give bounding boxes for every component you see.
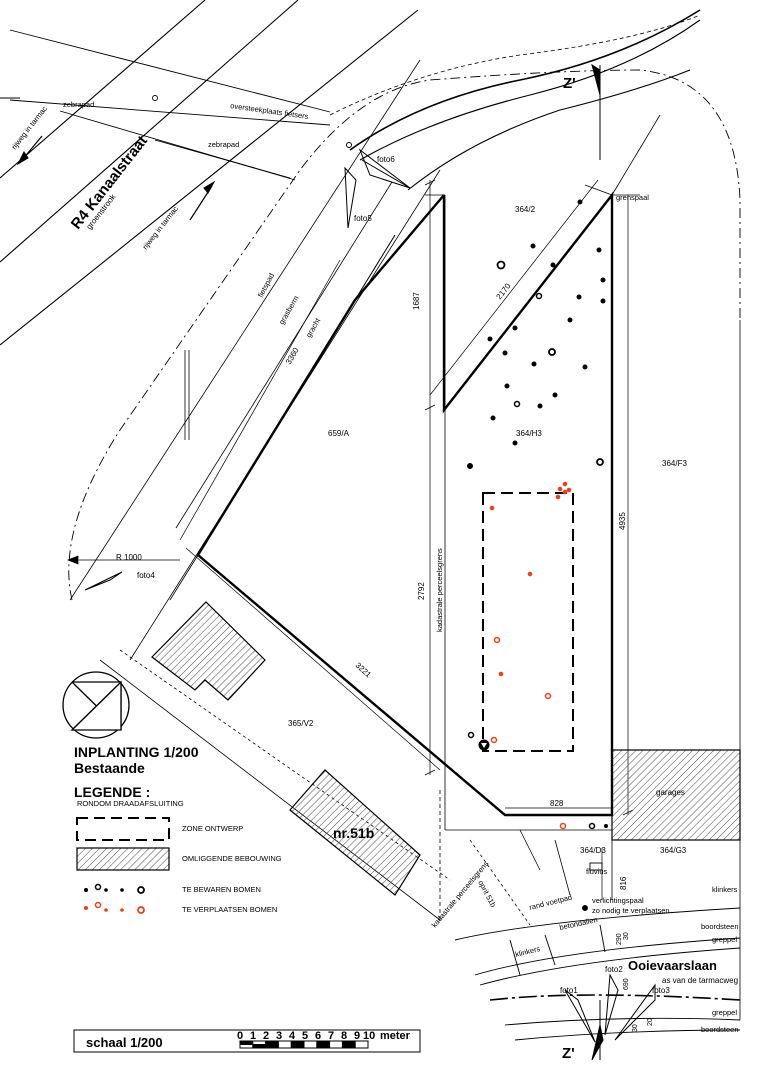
scale-num-7: 7 xyxy=(328,1030,334,1042)
scale-num-5: 5 xyxy=(302,1030,308,1042)
scale-num-1: 1 xyxy=(250,1030,256,1042)
trees-to-relocate xyxy=(489,481,572,830)
photo-viewpoints xyxy=(84,63,656,1061)
misc-labels: grenspaal garages fluvius klinkers klink… xyxy=(333,193,739,1034)
dim-3221: 3221 xyxy=(354,661,374,680)
dimension-lines xyxy=(67,179,634,900)
kanaalstraat-road xyxy=(0,0,741,661)
z-top-label: Z' xyxy=(563,75,576,92)
north-symbol xyxy=(62,671,130,739)
scale-bar xyxy=(73,1029,421,1053)
rand-voetpad-label: rand voetpad xyxy=(528,893,573,912)
road-labels: zebrapad zebrapad oversteekplaats fietse… xyxy=(9,100,322,562)
dim-1687: 1687 xyxy=(412,292,421,310)
kadastrale-label-2: kadastrale perceelsgrens xyxy=(430,859,491,929)
radius-label: R 1000 xyxy=(116,553,142,562)
dim-30a: 30 xyxy=(623,932,630,940)
dim-290: 290 xyxy=(616,933,623,945)
nr51b-label: nr.51b xyxy=(333,825,374,841)
plan-title: INPLANTING 1/200 xyxy=(74,744,199,760)
scale-label: schaal 1/200 xyxy=(86,1035,163,1050)
parcel-364h3: 364/H3 xyxy=(516,429,542,438)
trees-to-keep xyxy=(467,199,608,830)
rijweg-label-1: rijweg in tarmac xyxy=(9,104,49,151)
scale-num-10: 10 xyxy=(363,1030,375,1042)
dim-4935: 4935 xyxy=(618,512,627,530)
boordsteen-label-1: boordsteen xyxy=(701,922,739,931)
legend-move-label: TE VERPLAATSEN BOMEN xyxy=(182,905,277,914)
dim-828: 828 xyxy=(550,799,564,808)
kanaalstraat-name: R4 Kanaalstraat xyxy=(68,133,151,233)
dim-2792: 2792 xyxy=(417,582,426,600)
greppel-label-1: greppel xyxy=(712,935,737,944)
dim-30b: 30 xyxy=(632,1024,639,1032)
ooievaarslaan-sub: as van de tarmacweg xyxy=(662,976,738,985)
scale-num-8: 8 xyxy=(341,1030,347,1042)
verlichtingspaal-label-1: verlichtingspaal xyxy=(592,896,644,905)
boordsteen-label-2: boordsteen xyxy=(701,1025,739,1034)
fietspad-label: fietspad xyxy=(256,272,276,299)
parcel-364f3: 364/F3 xyxy=(662,459,687,468)
legend-fence-label: RONDOM DRAADAFSLUITING xyxy=(77,799,184,808)
foto6-label: foto6 xyxy=(377,155,395,164)
zebrapad-label-2: zebrapad xyxy=(208,140,239,149)
foto3-label: foto3 xyxy=(652,986,670,995)
surrounding-buildings xyxy=(151,601,741,896)
dim-690: 690 xyxy=(623,978,630,990)
grenspaal-label: grenspaal xyxy=(616,193,649,202)
dim-3360: 3360 xyxy=(284,346,301,366)
title-block: INPLANTING 1/200 Bestaande LEGENDE : RON… xyxy=(74,744,282,914)
legend-keep-label: TE BEWAREN BOMEN xyxy=(182,885,261,894)
parcel-364-2: 364/2 xyxy=(515,205,536,214)
parcel-number-labels: 364/2 659/A 364/H3 364/F3 365/V2 364/D3 … xyxy=(288,205,687,855)
fluvius-label: fluvius xyxy=(586,867,608,876)
legend-zone-label: ZONE ONTWERP xyxy=(182,824,243,833)
parcel-365v2: 365/V2 xyxy=(288,719,314,728)
klinkers-label-2: klinkers xyxy=(514,944,541,959)
kadastrale-label-1: kadastrale perceelsgrens xyxy=(435,548,444,632)
ooievaarslaan-name: Ooievaarslaan xyxy=(628,958,717,973)
scale-num-6: 6 xyxy=(315,1030,321,1042)
parcel-364g3: 364/G3 xyxy=(660,846,687,855)
parcel-364d3: 364/D3 xyxy=(580,846,606,855)
foto4-label: foto4 xyxy=(137,571,155,580)
zebrapad-label-1: zebrapad xyxy=(63,100,94,109)
dim-816: 816 xyxy=(619,876,628,890)
dimension-labels: 1687 2170 3360 2792 3221 4935 828 816 29… xyxy=(284,281,654,1032)
fence-boundary xyxy=(196,159,614,817)
legend-heading: LEGENDE : xyxy=(74,784,150,800)
scale-num-9: 9 xyxy=(354,1030,360,1042)
grasberm-label: grasberm xyxy=(277,294,301,326)
greppel-label-2: greppel xyxy=(712,1008,737,1017)
garages-label: garages xyxy=(656,788,685,797)
ooievaarslaan-road xyxy=(454,862,741,1041)
design-zone xyxy=(482,492,574,752)
scale-num-0: 0 xyxy=(237,1030,243,1042)
z-bottom-label: Z' xyxy=(562,1045,575,1062)
scale-num-3: 3 xyxy=(276,1030,282,1042)
scale-num-2: 2 xyxy=(263,1030,269,1042)
dim-20: 20 xyxy=(647,1018,654,1026)
scale-unit: meter xyxy=(380,1030,411,1042)
photo-labels: foto6 foto5 foto4 foto1 foto2 foto3 xyxy=(137,155,670,995)
betondallen-label: betondallen xyxy=(559,915,599,932)
parcel-659a: 659/A xyxy=(328,429,350,438)
foto5-label: foto5 xyxy=(354,214,372,223)
orientation-labels: Z' Z' xyxy=(562,75,576,1062)
verlichtingspaal-label-2: zo nodig te verplaatsen xyxy=(592,906,670,915)
plan-subtitle: Bestaande xyxy=(74,760,145,776)
foto1-label: foto1 xyxy=(560,986,578,995)
legend-swatches xyxy=(76,817,170,914)
legend-buildings-label: OMLIGGENDE BEBOUWING xyxy=(182,854,282,863)
dim-2170: 2170 xyxy=(494,281,512,301)
klinkers-label-1: klinkers xyxy=(712,885,738,894)
oprit-label: oprit 51b xyxy=(476,879,498,909)
scale-labels: schaal 1/200 0 1 2 3 4 5 6 7 8 9 10 mete… xyxy=(86,1030,411,1050)
foto2-label: foto2 xyxy=(605,965,623,974)
scale-num-4: 4 xyxy=(289,1030,296,1042)
